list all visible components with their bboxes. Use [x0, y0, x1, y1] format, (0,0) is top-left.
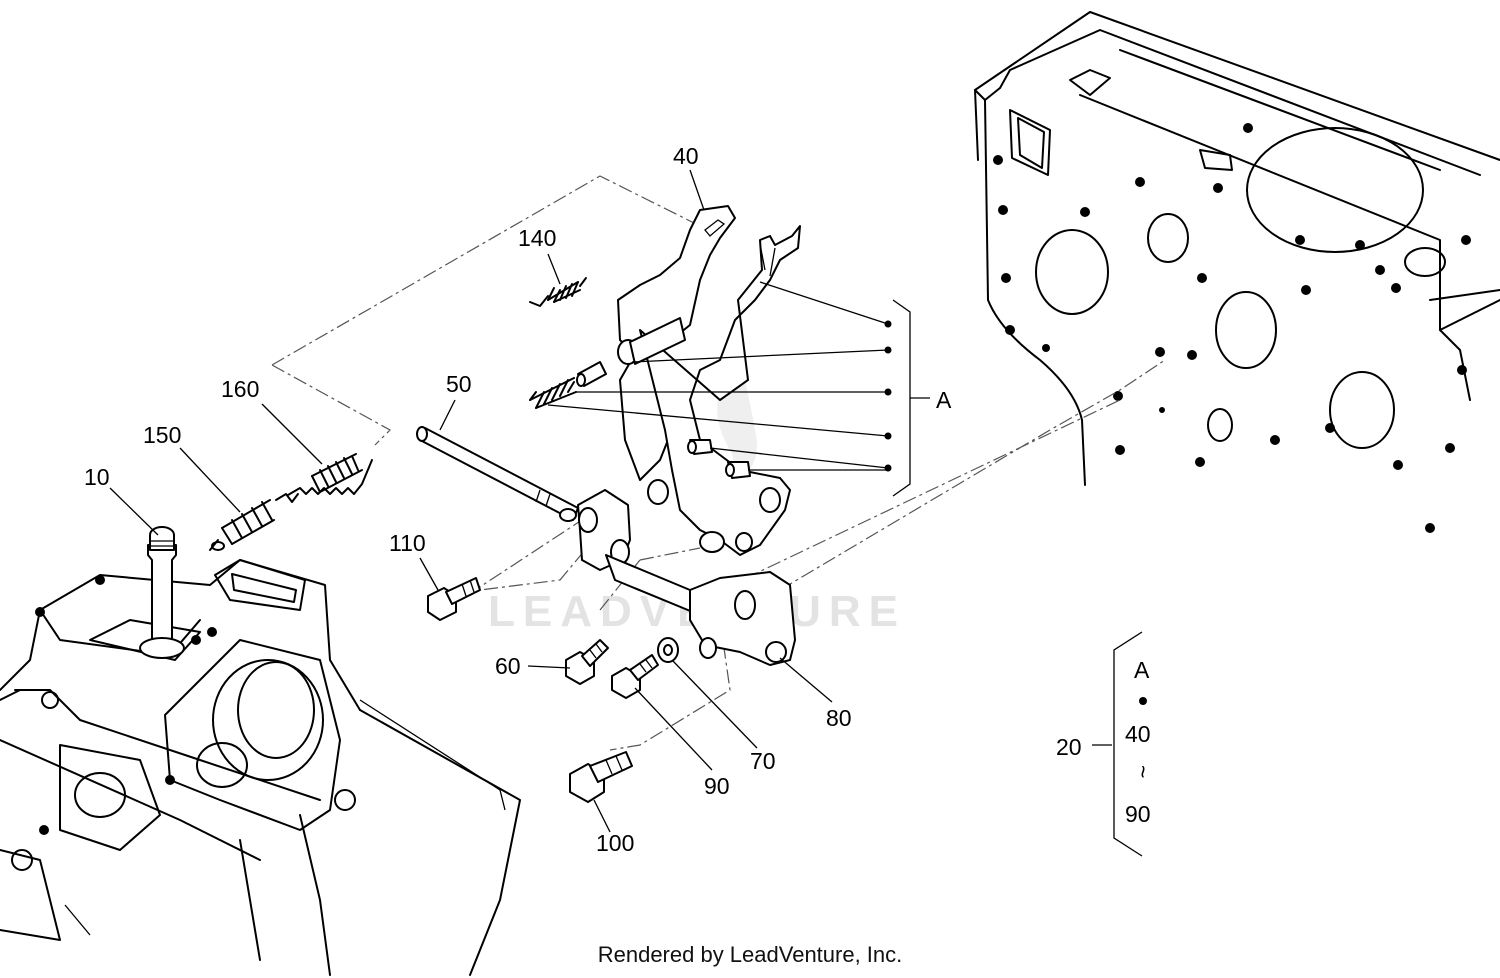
kit-legend-dot	[1139, 697, 1147, 705]
label-part-70: 70	[750, 748, 776, 774]
part-110-bolt	[427, 577, 481, 621]
label-part-50: 50	[446, 371, 472, 397]
kit-legend-range-end: 90	[1125, 801, 1151, 827]
label-part-60: 60	[495, 653, 521, 679]
assembly-outline	[271, 175, 1166, 751]
group-a-small-parts	[529, 361, 751, 479]
part-160-spring	[287, 453, 373, 496]
kit-legend-range-sep: ~	[1130, 765, 1156, 778]
part-70-washer	[657, 637, 679, 663]
label-part-80: 80	[826, 705, 852, 731]
group-a-leaders	[547, 281, 930, 497]
leader-lines	[109, 169, 833, 833]
part-90-bolt	[611, 654, 659, 699]
label-part-150: 150	[143, 422, 181, 448]
gear-housing	[0, 559, 521, 976]
part-80-block	[689, 571, 796, 666]
label-part-40: 40	[673, 143, 699, 169]
label-part-110: 110	[389, 530, 426, 556]
part-50-shaft	[416, 426, 579, 522]
label-part-140: 140	[518, 225, 556, 251]
part-60-bolt	[565, 639, 609, 685]
label-part-160: 160	[221, 376, 259, 402]
part-40-lever-assembly	[617, 205, 801, 556]
part-150-spring	[209, 493, 299, 551]
label-part-90: 90	[704, 773, 730, 799]
engine-block	[974, 11, 1500, 533]
label-group-a: A	[936, 387, 952, 413]
label-part-20: 20	[1056, 734, 1082, 760]
kit-legend: 20 A 40 ~ 90	[1056, 631, 1156, 857]
part-140-spring	[529, 277, 587, 307]
kit-legend-group: A	[1134, 657, 1150, 683]
render-credit: Rendered by LeadVenture, Inc.	[597, 942, 903, 967]
kit-legend-range-start: 40	[1125, 721, 1151, 747]
label-part-100: 100	[596, 830, 634, 856]
bracket-60-80	[577, 489, 701, 616]
part-100-bolt	[569, 751, 633, 803]
engine-bolts	[993, 123, 1471, 533]
label-part-10: 10	[84, 464, 110, 490]
part-labels: 10 150 160 140 50 40 110 60 80 70 90 100…	[84, 143, 952, 856]
part-10-governor-shaft	[139, 526, 185, 659]
